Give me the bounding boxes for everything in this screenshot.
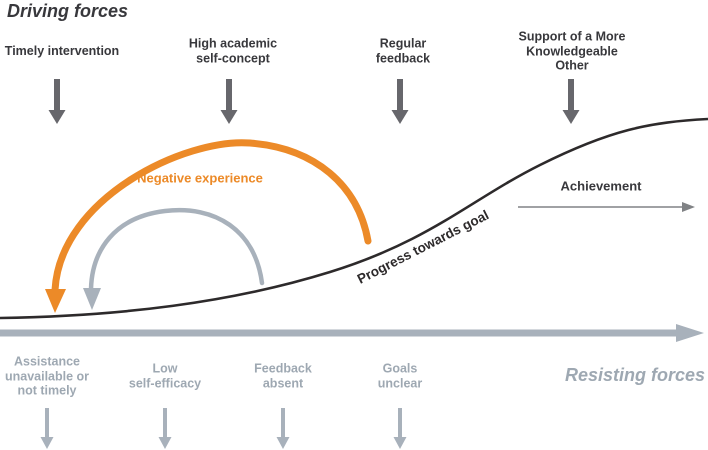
resisting-down-arrow-icon [40,408,54,449]
negative-experience-label: Negative experience [137,170,263,186]
resisting-axis-right-arrow-icon [0,324,704,342]
driving-down-arrow-icon [391,79,409,124]
negative-experience-arc-arrow-icon [45,139,372,313]
achievement-label: Achievement [560,178,642,194]
driving-down-arrow-icon [220,79,238,124]
achievement-right-arrow-icon [518,202,695,212]
driving-factor-label: Timely intervention [4,43,120,58]
resisting-down-arrow-icon [158,408,172,449]
driving-down-arrow-icon [48,79,66,124]
setback-arc-arrow-icon [83,207,265,310]
resisting-down-arrow-icon [276,408,290,449]
resisting-down-arrow-icon [393,408,407,449]
driving-down-arrow-icon [562,79,580,124]
driving-forces-title: Driving forces [7,1,129,21]
progress-curve [0,117,708,320]
resisting-forces-title: Resisting forces [564,365,705,385]
